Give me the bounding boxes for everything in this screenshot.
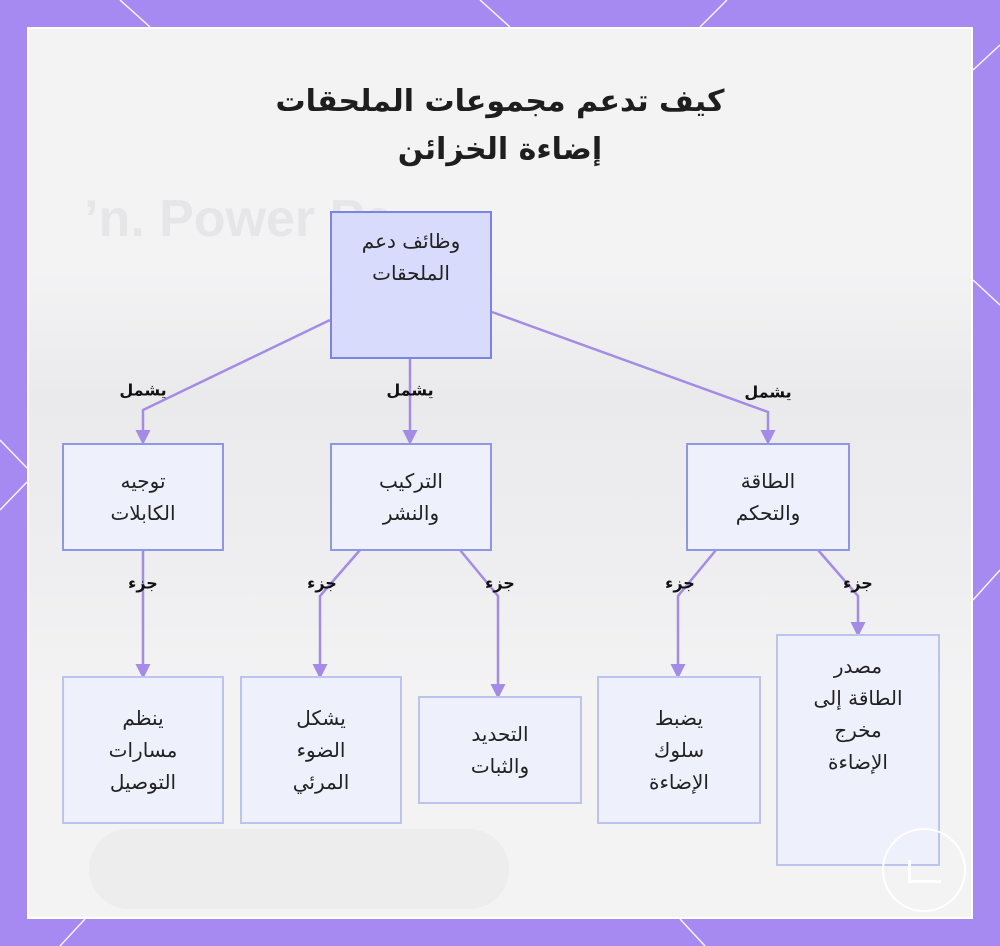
edge-mounting-fixation	[459, 549, 506, 699]
node-label: الطاقة والتحكم	[735, 469, 801, 525]
node-label: مصدر الطاقة إلى مخرج الإضاءة	[813, 654, 903, 774]
edge-label-includes: يشمل	[744, 382, 792, 402]
node-cable-routing: توجيه الكابلات	[62, 443, 224, 551]
node-mounting-deployment: التركيب والنشر	[330, 443, 492, 551]
node-label: ينظم مسارات التوصيل	[108, 706, 178, 794]
edge-label-part: جزء	[485, 573, 515, 593]
node-label: يشكل الضوء المرئي	[292, 706, 350, 794]
page-title: كيف تدعم مجموعات الملحقات إضاءة الخزائن	[0, 78, 1000, 174]
node-label: توجيه الكابلات	[110, 469, 176, 525]
edge-label-part: جزء	[307, 573, 337, 593]
node-shape-light: يشكل الضوء المرئي	[240, 676, 402, 824]
node-label: التحديد والثبات	[470, 722, 530, 778]
edge-root-power	[491, 310, 776, 445]
logo-mark	[908, 860, 941, 883]
edge-label-includes: يشمل	[119, 380, 167, 400]
node-power-control: الطاقة والتحكم	[686, 443, 850, 551]
edge-mounting-shape	[312, 549, 361, 679]
node-label: التركيب والنشر	[379, 469, 443, 525]
node-positioning-stability: التحديد والثبات	[418, 696, 582, 804]
edge-label-part: جزء	[843, 573, 873, 593]
node-label: يضبط سلوك الإضاءة	[649, 706, 709, 794]
edge-label-includes: يشمل	[386, 380, 434, 400]
node-adjust-behavior: يضبط سلوك الإضاءة	[597, 676, 761, 824]
background-photo-shape	[89, 829, 509, 909]
title-line-1: كيف تدعم مجموعات الملحقات	[275, 84, 725, 119]
node-organize-paths: ينظم مسارات التوصيل	[62, 676, 224, 824]
edge-power-source	[817, 549, 866, 637]
title-line-2: إضاءة الخزائن	[397, 132, 603, 167]
edge-label-part: جزء	[128, 573, 158, 593]
edge-root-cable	[135, 318, 331, 445]
edge-label-part: جزء	[665, 573, 695, 593]
logo-badge-icon	[882, 828, 966, 912]
node-power-source-output: مصدر الطاقة إلى مخرج الإضاءة	[776, 634, 940, 866]
edge-power-behavior	[670, 549, 717, 679]
node-accessory-support-functions: وظائف دعم الملحقات	[330, 211, 492, 359]
node-label: وظائف دعم الملحقات	[361, 229, 461, 285]
